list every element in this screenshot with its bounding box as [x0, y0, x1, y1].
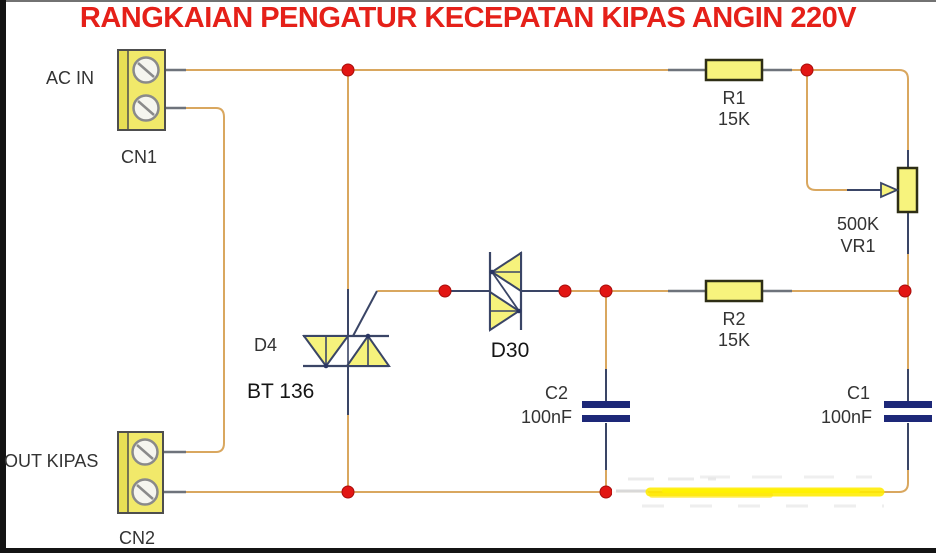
label-r1-value: 15K [717, 109, 751, 129]
label-triac-part: BT 136 [247, 380, 315, 403]
label-r2-value: 15K [717, 330, 751, 350]
label-r1-ref: R1 [722, 88, 746, 108]
triac-symbol [302, 333, 391, 369]
cn1-terminal-symbol [117, 49, 166, 131]
wire-r1-to-vr1-top [790, 69, 909, 154]
wire-c1-bottom [898, 469, 909, 493]
cn2-terminal-symbol [117, 431, 164, 514]
label-r2-ref: R2 [722, 309, 746, 329]
label-cn2-ref: CN2 [119, 528, 156, 548]
label-vr1-value: 500K [836, 214, 880, 234]
label-cn2-function: OUT KIPAS [4, 451, 99, 471]
label-diac-ref: D30 [490, 339, 530, 362]
triac-gate-lead [352, 290, 378, 337]
junction-dots [341, 63, 912, 499]
label-cn1-ref: CN1 [121, 147, 158, 167]
label-c1-ref: C1 [846, 383, 870, 403]
wire-cn1-to-cn2 [183, 107, 225, 453]
r1-resistor-symbol [704, 58, 764, 82]
vr1-potentiometer-symbol [880, 166, 919, 214]
c1-capacitor-symbol [884, 401, 932, 422]
c2-capacitor-symbol [582, 401, 630, 422]
leads-gray [162, 68, 792, 494]
page-title: RANGKAIAN PENGATUR KECEPATAN KIPAS ANGIN… [79, 2, 857, 34]
wires-orange [183, 69, 909, 493]
leads-dark [347, 150, 909, 470]
label-c2-ref: C2 [544, 383, 568, 403]
r2-resistor-symbol [704, 279, 764, 303]
label-c2-value: 100nF [520, 407, 572, 427]
diac-symbol [488, 251, 523, 332]
label-cn1-function: AC IN [46, 68, 95, 88]
wiper-arrow-icon [880, 181, 900, 199]
label-vr1-ref: VR1 [840, 236, 876, 256]
label-triac-ref: D4 [254, 335, 278, 355]
wire-wiper-feed [806, 71, 848, 191]
highlight-marks [612, 475, 885, 508]
label-c1-value: 100nF [820, 407, 872, 427]
